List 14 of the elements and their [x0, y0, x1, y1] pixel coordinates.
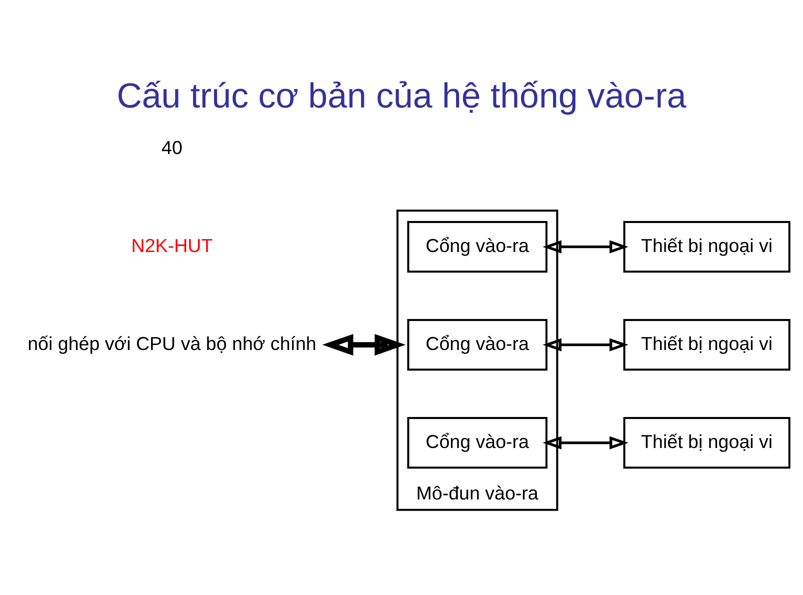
- node-box: Cổng vào-ra: [407, 318, 548, 371]
- node-text: nối ghép với CPU và bộ nhớ chính: [28, 332, 316, 354]
- diagram-title: Cấu trúc cơ bản của hệ thống vào-ra: [116, 76, 686, 116]
- arrow: [542, 240, 628, 254]
- node-box: Thiết bị ngoại vi: [623, 221, 790, 273]
- arrow: [322, 334, 406, 356]
- arrow: [542, 436, 628, 450]
- node-box: Cổng vào-ra: [407, 221, 548, 273]
- label: N2K-HUT: [131, 234, 213, 256]
- node-box: Cổng vào-ra: [407, 416, 548, 469]
- node-box: Thiết bị ngoại vi: [623, 416, 790, 469]
- label: 40: [162, 136, 182, 158]
- node-box: Thiết bị ngoại vi: [623, 318, 790, 371]
- arrow: [542, 338, 628, 352]
